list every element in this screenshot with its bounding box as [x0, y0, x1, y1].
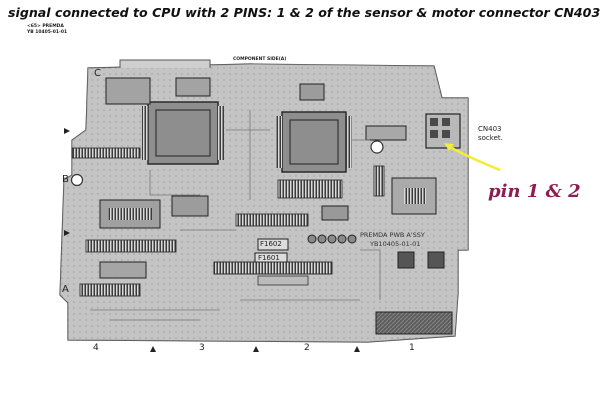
caption-heading: signal connected to CPU with 2 PINS: 1 &…: [8, 5, 600, 20]
board-top-tab: [119, 59, 211, 68]
maker-line-1: <65> PREMDA: [27, 24, 64, 29]
grid-col-label-2: 2: [304, 343, 310, 353]
assy-label: PREMDA PWB A'SSY: [360, 231, 425, 239]
chip-cpu-center: [281, 111, 347, 173]
fuse-f1602-label: F1602: [260, 240, 282, 248]
grid-row-label-a: A: [62, 284, 69, 295]
fuse-f1602-box: [257, 238, 289, 251]
maker-line-2: YB 10405-01-01: [27, 30, 68, 35]
mounting-hole-right: [370, 140, 384, 154]
grid-col-label-4: 4: [93, 343, 99, 353]
left-connector-row: [71, 147, 141, 159]
grid-col-label-3: 3: [199, 343, 205, 353]
mounting-hole-left: [70, 173, 84, 187]
chip-cpu-left: [147, 101, 219, 165]
hatched-ground-pad: [375, 311, 453, 335]
callout-arrow: [447, 144, 501, 172]
callout-arrowhead: [444, 143, 454, 151]
flat-cable-connector: [213, 261, 333, 275]
grid-row-label-b: B: [62, 174, 69, 185]
fuse-f1601-label: F1601: [258, 254, 280, 262]
cn403-type-label: socket.: [478, 134, 503, 142]
cn403-name-label: CN403: [478, 125, 502, 133]
grid-row-label-c: C: [94, 68, 101, 79]
assy-code: YB10405-01-01: [370, 240, 421, 248]
grid-col-label-1: 1: [409, 343, 415, 353]
component-side-label: COMPONENT SIDE(A): [233, 57, 287, 62]
pin-callout-label: pin 1 & 2: [488, 181, 581, 202]
